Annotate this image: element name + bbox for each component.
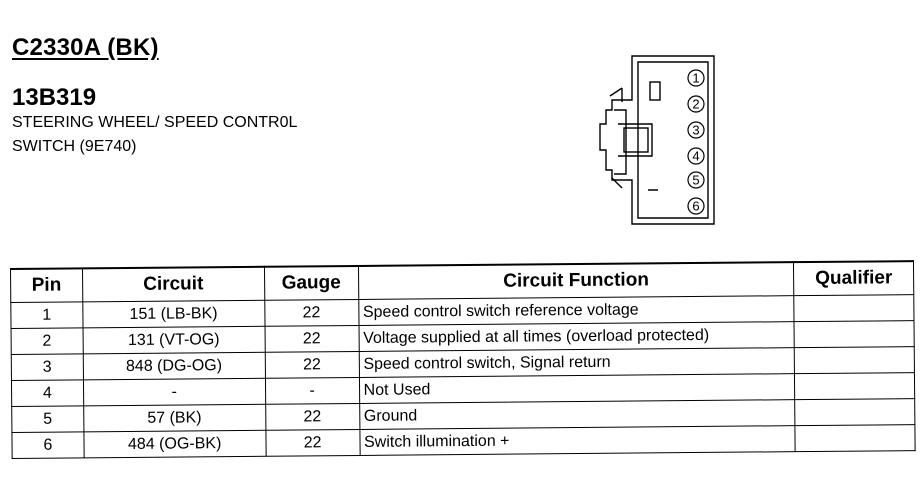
pin-marker-label: 6	[692, 199, 699, 214]
cell-gauge: -	[265, 377, 360, 405]
pin-marker-label: 2	[692, 97, 699, 112]
cell-gauge: 22	[265, 403, 360, 431]
cell-circuit-function: Not Used	[359, 373, 795, 404]
latch-window	[623, 127, 649, 153]
column-header-circuit-function: Circuit Function	[358, 262, 795, 300]
cell-circuit: 484 (OG-BK)	[83, 430, 266, 458]
lower-detail	[611, 177, 658, 191]
cell-pin: 6	[11, 431, 84, 459]
cell-circuit: 151 (LB-BK)	[82, 300, 265, 328]
pin-marker-label: 5	[692, 173, 699, 188]
component-description-line1: STEERING WHEEL/ SPEED CONTR0L	[12, 114, 298, 131]
upper-detail	[609, 87, 623, 102]
cell-gauge: 22	[264, 325, 359, 353]
latch-inner	[618, 123, 653, 157]
cell-circuit: 131 (VT-OG)	[82, 326, 265, 354]
cell-circuit-function: Speed control switch, Signal return	[358, 347, 795, 378]
cell-qualifier	[794, 346, 915, 374]
cell-circuit: 57 (BK)	[83, 404, 266, 432]
cell-circuit-function: Voltage supplied at all times (overload …	[358, 321, 795, 352]
connector-housing-inner	[637, 61, 709, 219]
cell-qualifier	[794, 294, 914, 322]
connector-id: C2330A (BK)	[12, 34, 159, 61]
column-header-qualifier: Qualifier	[793, 261, 914, 296]
cell-qualifier	[794, 372, 915, 400]
cell-gauge: 22	[264, 351, 360, 379]
cell-pin: 5	[11, 405, 84, 433]
pin-markers: 1 2 3 4 5 6	[687, 69, 705, 215]
cell-circuit-function: Ground	[359, 399, 796, 430]
cell-circuit-function: Switch illumination +	[359, 425, 796, 456]
pin-marker-6: 6	[687, 197, 705, 215]
cell-circuit-function: Speed control switch reference voltage	[358, 295, 795, 326]
component-description-line2: SWITCH (9E740)	[12, 138, 137, 155]
pin-marker-2: 2	[687, 95, 705, 113]
pin-marker-4: 4	[687, 147, 705, 165]
cell-pin: 2	[11, 327, 83, 355]
cell-pin: 3	[11, 353, 84, 381]
cell-qualifier	[794, 320, 915, 348]
cell-circuit: -	[83, 378, 266, 406]
column-header-pin: Pin	[10, 268, 83, 303]
pin-marker-5: 5	[687, 171, 705, 189]
pin-marker-3: 3	[687, 121, 705, 139]
upper-slot	[649, 81, 661, 101]
pin-marker-1: 1	[687, 69, 705, 87]
column-header-circuit: Circuit	[82, 266, 265, 302]
connector-face-diagram: 1 2 3 4 5 6	[599, 55, 715, 225]
pinout-table: Pin Circuit Gauge Circuit Function Quali…	[10, 260, 916, 459]
connector-housing-outline	[599, 55, 715, 225]
cell-pin: 4	[11, 379, 84, 407]
cell-circuit: 848 (DG-OG)	[82, 352, 266, 380]
pin-marker-label: 1	[692, 71, 699, 86]
cell-qualifier	[794, 398, 915, 426]
pin-marker-label: 4	[692, 149, 699, 164]
part-number: 13B319	[12, 84, 97, 111]
cell-pin: 1	[10, 301, 83, 329]
cell-gauge: 22	[265, 429, 360, 457]
cell-gauge: 22	[264, 299, 359, 327]
pin-marker-label: 3	[692, 123, 699, 138]
cell-qualifier	[795, 424, 916, 452]
latch-outline	[614, 109, 627, 175]
column-header-gauge: Gauge	[264, 265, 359, 301]
